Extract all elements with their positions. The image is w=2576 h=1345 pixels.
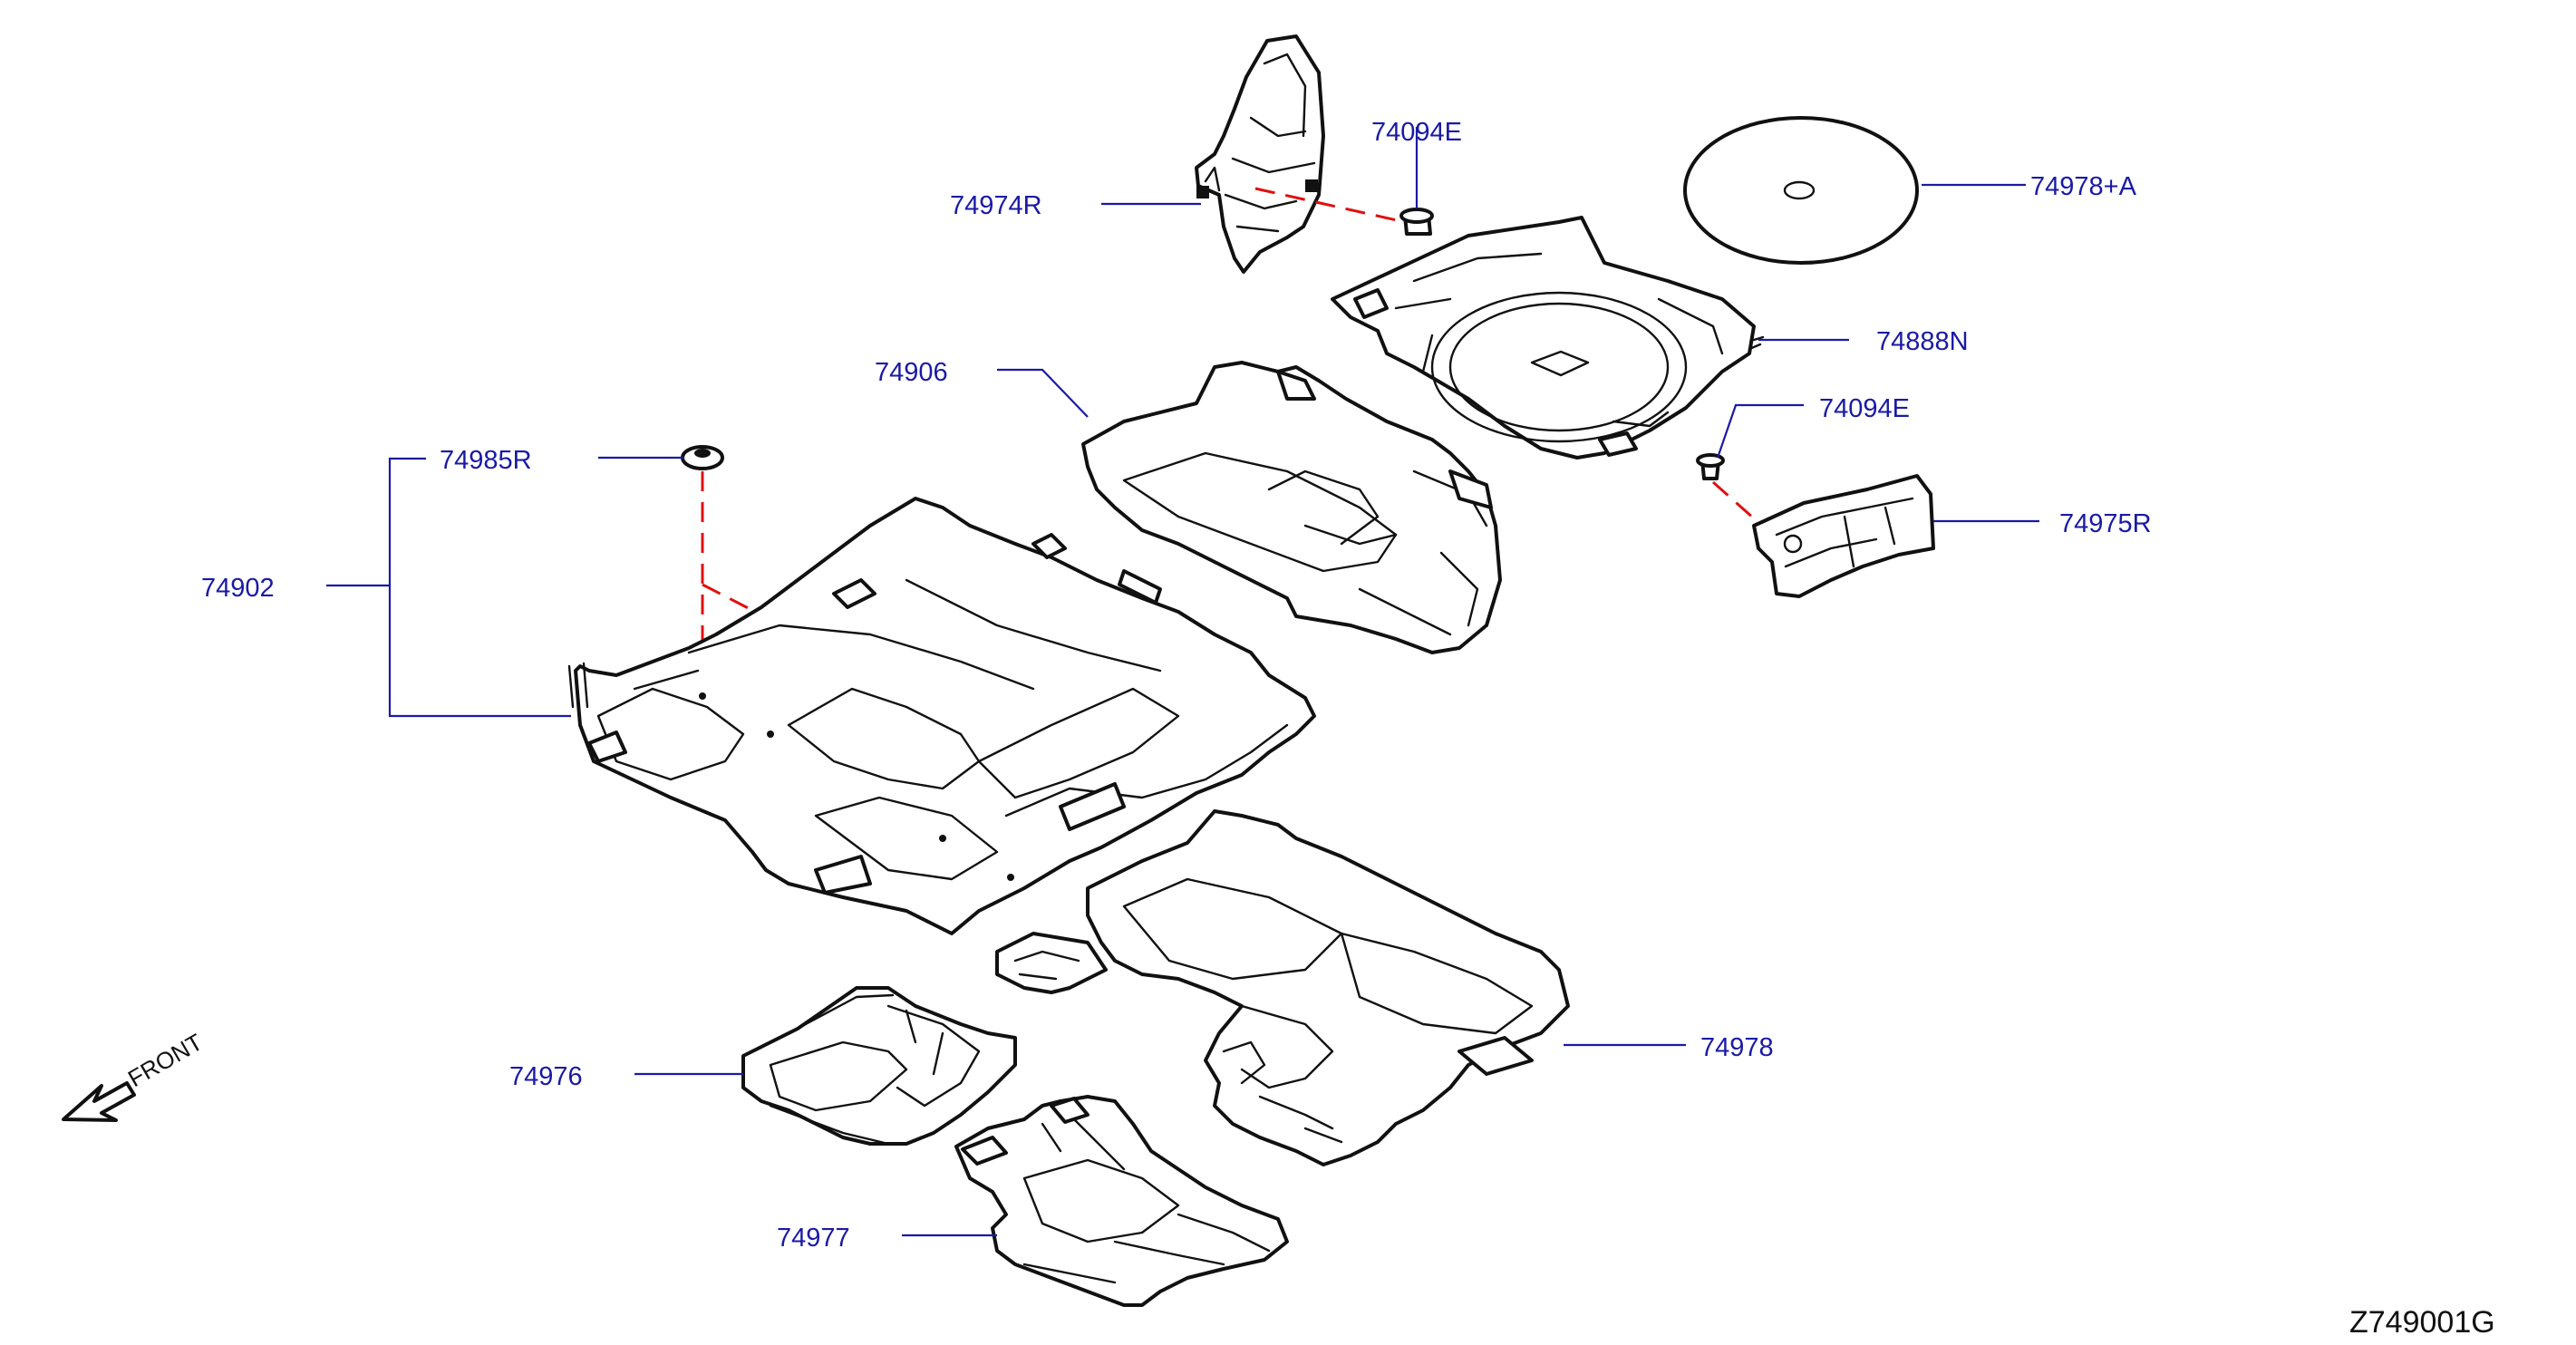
label-74902: 74902: [201, 574, 275, 603]
label-74906: 74906: [875, 358, 948, 387]
part-74985r-grommet: [681, 445, 724, 470]
label-74976: 74976: [509, 1062, 583, 1091]
clip-74094e-right: [1696, 453, 1725, 480]
label-74094e-top: 74094E: [1371, 118, 1462, 147]
part-74974r-side-trim: [1195, 34, 1325, 274]
label-74978: 74978: [1700, 1033, 1774, 1062]
figure-code: Z749001G: [2349, 1305, 2495, 1340]
label-74985r: 74985R: [440, 446, 532, 475]
part-74906-rear-carpet: [1081, 361, 1502, 654]
part-labels: 74094E 74978+A 74974R 74888N 74906 74094…: [201, 118, 2495, 1340]
label-74978a: 74978+A: [2030, 172, 2137, 201]
front-direction-arrow: FRONT: [62, 1028, 208, 1122]
front-indicator-text: FRONT: [123, 1028, 208, 1092]
label-74975r: 74975R: [2059, 509, 2152, 538]
clip-74094e-top: [1399, 208, 1434, 236]
label-74888n: 74888N: [1876, 327, 1969, 356]
part-74902-floor-carpet: [567, 497, 1316, 935]
label-74094e-right: 74094E: [1819, 394, 1910, 423]
part-74976-front-mat: [741, 986, 1017, 1146]
label-74974r: 74974R: [950, 191, 1042, 220]
part-74977-front-mat: [954, 1095, 1289, 1307]
leader-lines: [326, 127, 2039, 1237]
part-74978-rear-mat: [995, 809, 1570, 1166]
part-74975r-side-trim: [1752, 474, 1935, 598]
label-74977: 74977: [777, 1224, 850, 1253]
part-74888n-trunk-floor: [1331, 216, 1765, 460]
part-74978a-disc: [1683, 116, 1919, 265]
